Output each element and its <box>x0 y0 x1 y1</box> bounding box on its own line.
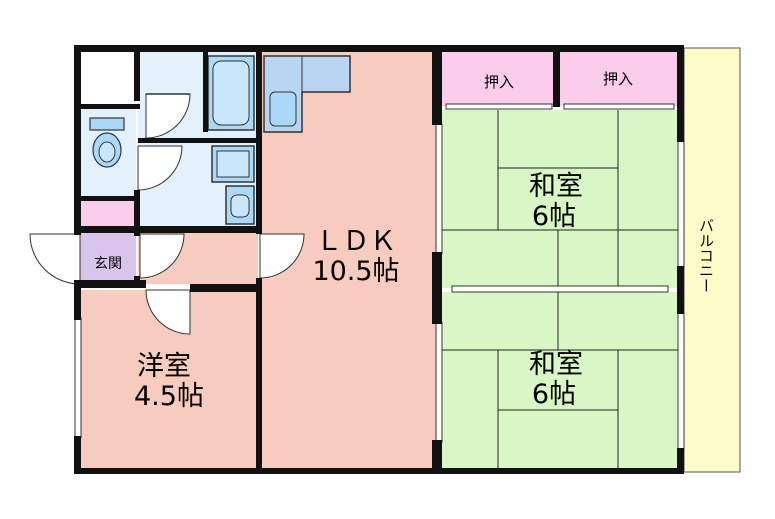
washing-machine-icon <box>211 145 255 183</box>
walls <box>74 45 684 474</box>
genkan-label: 玄関 <box>94 255 122 272</box>
ldk-size: 10.5帖 <box>312 256 399 287</box>
oshiire-left-fusuma <box>445 103 553 110</box>
youshitsu-name: 洋室 <box>137 351 191 382</box>
youshitsu-window <box>74 317 82 439</box>
ldk-name: ＬＤＫ <box>316 226 397 257</box>
oshiire-left-label: 押入 <box>484 73 514 91</box>
oshiire-right-fusuma <box>563 103 675 110</box>
genkan-floor <box>80 232 136 282</box>
washitsu-bottom-room <box>442 292 678 468</box>
youshitsu-door-icon[interactable] <box>145 289 191 335</box>
kitchen-counter-icon <box>263 55 351 133</box>
bathtub-icon <box>207 55 255 131</box>
washitsu-bottom-name: 和室 <box>529 349 583 380</box>
oshiire-right-label: 押入 <box>603 70 633 88</box>
genkan-step <box>80 200 136 230</box>
washitsu-bottom-size: 6帖 <box>532 379 576 410</box>
doors <box>29 93 305 335</box>
balcony <box>683 47 741 473</box>
balcony-label: バルコニー <box>697 218 715 293</box>
washitsu-bottom-sliding-left <box>435 321 443 443</box>
toilet-icon <box>89 117 125 168</box>
hallway-door-icon[interactable] <box>139 233 185 279</box>
tatami-lines <box>442 110 678 468</box>
room-labels: ＬＤＫ 10.5帖 和室 6帖 和室 6帖 洋室 4.5帖 押入 押入 玄関 バ… <box>94 70 715 412</box>
washitsu-divider-fusuma <box>451 285 669 293</box>
washitsu-top-name: 和室 <box>529 171 583 202</box>
ldk-door-icon[interactable] <box>259 233 305 279</box>
fixtures <box>89 55 351 225</box>
washitsu-bottom-sliding-right <box>677 311 685 451</box>
youshitsu-size: 4.5帖 <box>134 381 204 412</box>
washitsu-top-size: 6帖 <box>532 201 576 232</box>
washitsu-top-room <box>442 110 678 288</box>
washitsu-top-sliding-right <box>677 139 685 269</box>
entrance-door-icon[interactable] <box>29 233 81 285</box>
washitsu-top-sliding-left <box>435 123 443 255</box>
oshiire-right <box>560 52 678 106</box>
oshiire-left <box>442 52 556 106</box>
wash-basin-icon <box>225 185 255 225</box>
windows <box>74 103 685 451</box>
storage-closet-top-left <box>80 52 136 106</box>
toilet-door-icon[interactable] <box>137 145 183 191</box>
washroom-door-icon[interactable] <box>145 93 191 139</box>
